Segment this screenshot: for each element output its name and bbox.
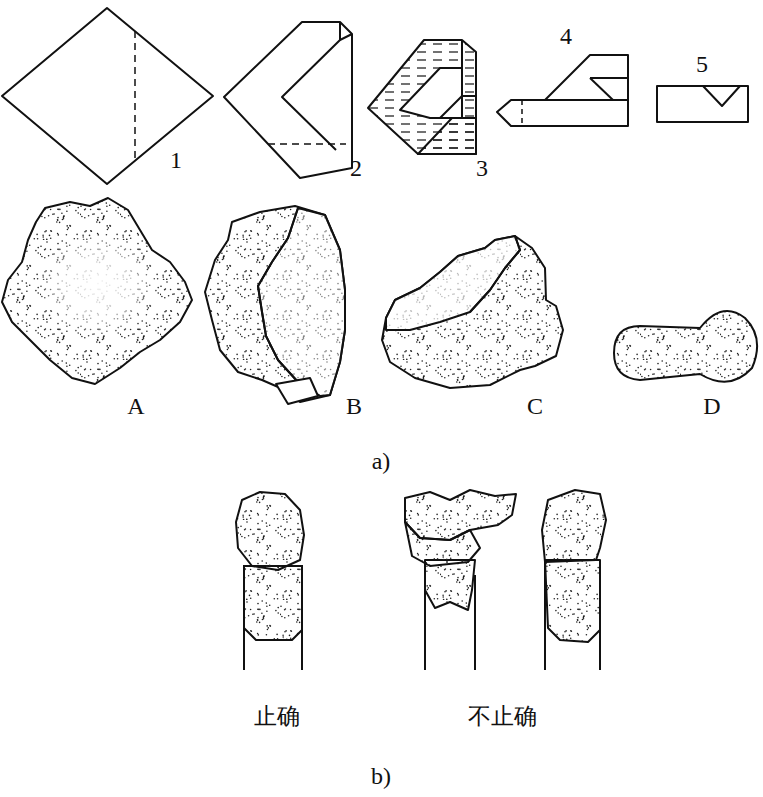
figure-label: b) bbox=[371, 764, 391, 788]
figure-label: D bbox=[703, 394, 720, 418]
fold-step-5 bbox=[657, 86, 748, 122]
figure-label: 2 bbox=[350, 156, 362, 180]
fold-step-2 bbox=[224, 22, 352, 178]
figure-label: 1 bbox=[170, 148, 182, 172]
fold-step-3 bbox=[368, 40, 476, 154]
lump-c bbox=[382, 236, 563, 388]
figure-label: 5 bbox=[696, 52, 708, 76]
stick-wrong-2 bbox=[542, 490, 606, 670]
figure-label: C bbox=[527, 394, 543, 418]
figure-label: 3 bbox=[476, 156, 488, 180]
paper-square bbox=[2, 8, 213, 184]
lump-b bbox=[205, 206, 345, 404]
fold-step-4 bbox=[497, 55, 628, 126]
caption-text: 不止确 bbox=[468, 705, 537, 728]
lump-d bbox=[614, 311, 757, 382]
stick-correct bbox=[236, 492, 304, 670]
lump-a bbox=[2, 198, 192, 384]
stick-wrong-1 bbox=[405, 490, 516, 670]
figure-label: 4 bbox=[560, 24, 572, 48]
figure-label: A bbox=[127, 394, 144, 418]
figure-label: a) bbox=[372, 449, 391, 473]
figure-label: B bbox=[346, 394, 362, 418]
caption-text: 止确 bbox=[254, 705, 300, 728]
